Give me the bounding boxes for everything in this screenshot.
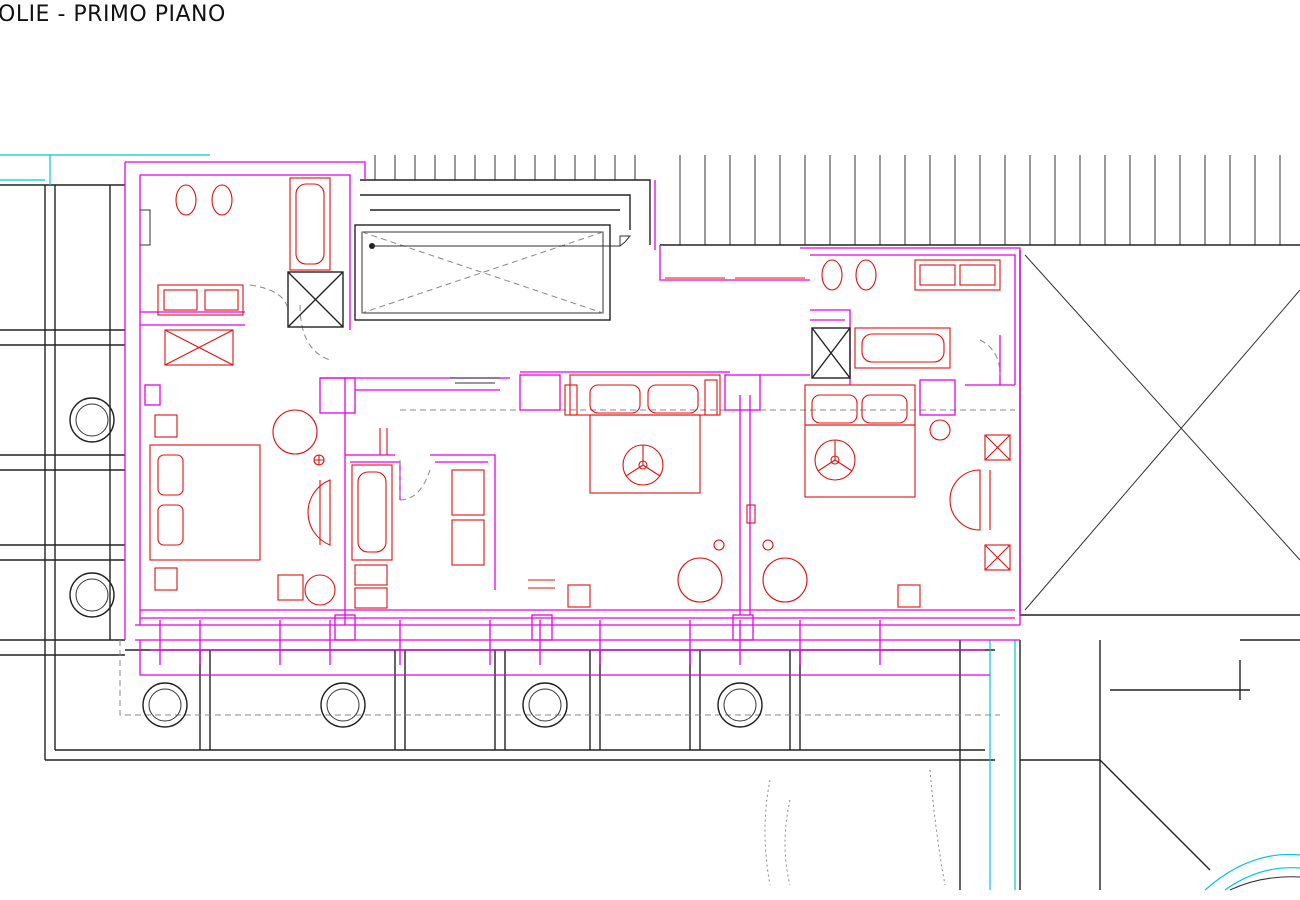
furniture — [149, 177, 1011, 609]
drawing-title: OLIE - PRIMO PIANO — [0, 2, 226, 27]
structural-grid — [0, 155, 1300, 891]
door-swings — [140, 209, 1001, 501]
boundary-lines — [0, 154, 1016, 890]
hidden-lines — [119, 304, 1015, 886]
walls — [124, 161, 1021, 676]
round-columns — [69, 397, 763, 728]
